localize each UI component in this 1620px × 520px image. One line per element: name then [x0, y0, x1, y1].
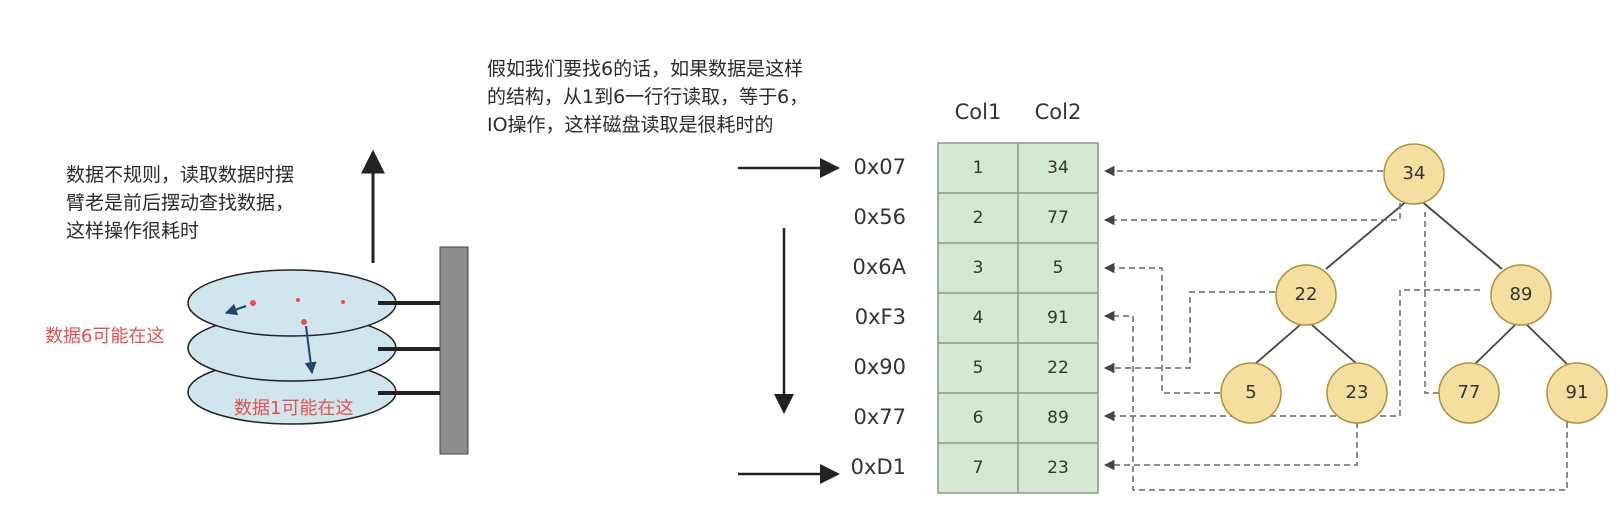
table-cell-col1: 7: [972, 458, 984, 478]
tree-node-label-right-left: 77: [1457, 382, 1481, 403]
data-dot: [301, 319, 307, 325]
row-address: 0x77: [853, 405, 906, 429]
tree-node-left-right: [1326, 362, 1388, 424]
table-cell-col1: 5: [972, 358, 984, 378]
query-note-line: 假如我们要找6的话，如果数据是这样: [487, 58, 804, 80]
row-address: 0x90: [853, 355, 906, 379]
pointer-23: [1103, 422, 1358, 471]
seek-arrow-small: [224, 303, 247, 316]
disk-drawing: [187, 149, 469, 455]
table-cell-col2: 34: [1047, 158, 1069, 178]
disk-note: 数据不规则，读取数据时摆 臂老是前后摆动查找数据， 这样操作很耗时: [66, 161, 386, 245]
tree-node-right-right: [1546, 362, 1608, 424]
tree-node-left: [1275, 264, 1337, 326]
pointer-5: [1103, 262, 1220, 394]
disk-label-data1: 数据1可能在这: [234, 398, 354, 419]
tree-node-label-left: 22: [1294, 284, 1318, 305]
data-dot: [296, 298, 300, 302]
read-arrows: [738, 158, 840, 484]
tree-node-right-left: [1438, 362, 1500, 424]
tree-node-right: [1490, 264, 1552, 326]
tree-node-left-left: [1220, 362, 1282, 424]
pointer-77: [1103, 203, 1401, 226]
pointer-91: [1103, 310, 1568, 491]
tree-node-label-right-right: 91: [1565, 382, 1589, 403]
row-address: 0x07: [853, 155, 906, 179]
table-cell-col2: 91: [1047, 308, 1069, 328]
table-cell-col2: 23: [1047, 458, 1069, 478]
table-cell-col2: 89: [1047, 408, 1069, 428]
platter-top: [187, 269, 397, 337]
data-dot: [341, 300, 345, 304]
pointer-22: [1103, 291, 1275, 374]
tree-node-label-left-right: 23: [1345, 382, 1369, 403]
table-grid: [937, 142, 1099, 494]
column-header-col2: Col2: [1034, 100, 1082, 124]
table-cell-col2: 5: [1052, 258, 1064, 278]
table-cell-col2: 22: [1047, 358, 1069, 378]
table-cell-col2: 77: [1047, 208, 1069, 228]
row-address: 0xF3: [854, 305, 906, 329]
tree-node-label-right: 89: [1509, 284, 1533, 305]
tree-nodes: [1220, 143, 1608, 424]
row-address: 0x6A: [852, 255, 906, 279]
column-header-col1: Col1: [954, 100, 1002, 124]
query-note: 假如我们要找6的话，如果数据是这样 的结构，从1到6一行行读取，等于6， IO操…: [487, 55, 907, 139]
disk-note-line: 臂老是前后摆动查找数据，: [66, 192, 295, 214]
spindle: [439, 246, 469, 455]
tree-node-label-left-left: 5: [1245, 382, 1257, 403]
row-address: 0xD1: [850, 455, 906, 479]
query-note-line: 的结构，从1到6一行行读取，等于6，: [487, 86, 809, 108]
query-note-line: IO操作，这样磁盘读取是很耗时的: [487, 114, 774, 136]
tree-node-label-root: 34: [1402, 163, 1426, 184]
table-cell-col1: 2: [972, 208, 984, 228]
table-cell-col1: 3: [972, 258, 984, 278]
table-cell-col1: 6: [972, 408, 984, 428]
table-cell-col1: 1: [972, 158, 984, 178]
table-cell-col1: 4: [972, 308, 984, 328]
data-dot: [250, 300, 256, 306]
seek-arrow-small: [304, 325, 317, 375]
dashed-pointers: [1103, 165, 1568, 491]
disk-label-data6: 数据6可能在这: [45, 326, 165, 347]
disk-note-line: 数据不规则，读取数据时摆: [66, 164, 295, 186]
disk-note-line: 这样操作很耗时: [66, 220, 200, 242]
tree-node-root: [1383, 143, 1445, 205]
tree-edges: [1254, 199, 1568, 365]
row-address: 0x56: [853, 205, 906, 229]
